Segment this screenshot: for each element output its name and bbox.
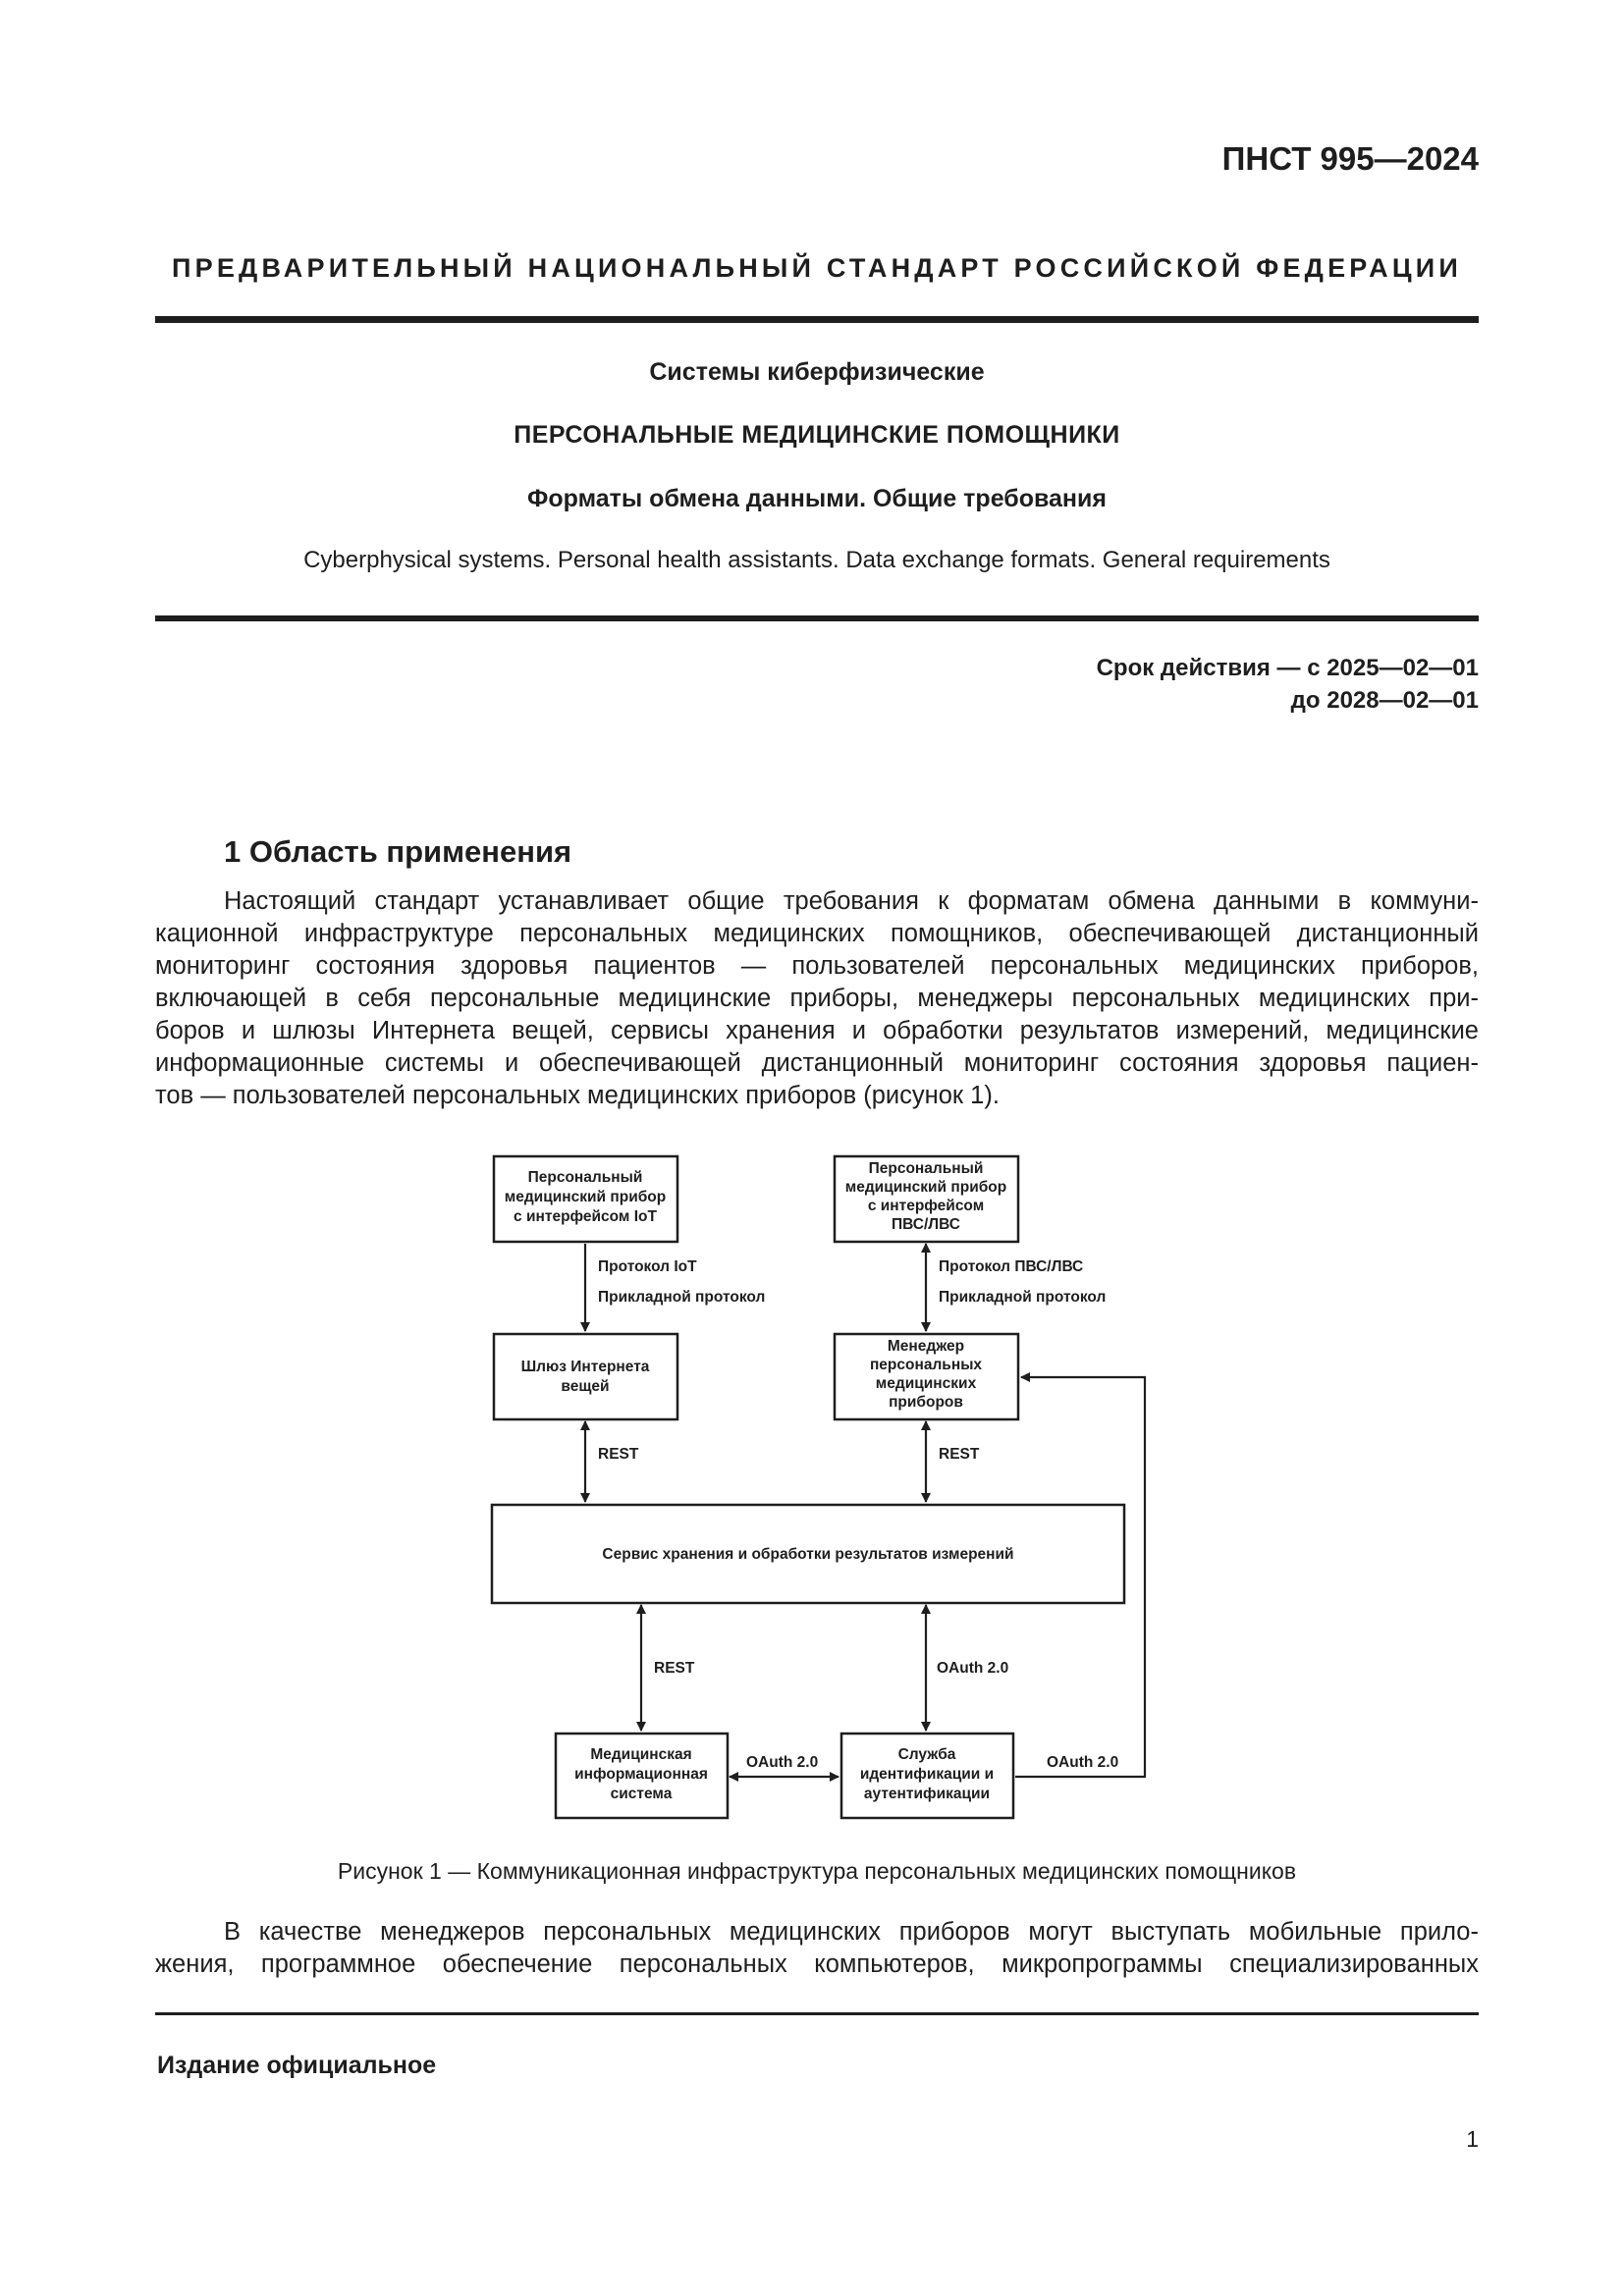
validity-from: Срок действия — с 2025—02—01 [1096, 655, 1479, 681]
box-auth-line: идентификации и [860, 1766, 994, 1783]
box-service-label: Сервис хранения и обработки результатов … [602, 1546, 1013, 1563]
box-service [490, 1503, 1126, 1605]
box-gateway [492, 1332, 679, 1421]
paragraph-line: жения, программное обеспечение персональ… [155, 1950, 1479, 1978]
box-iot-device-line: Персональный [528, 1169, 643, 1186]
paragraph-line: боров и шлюзы Интернета вещей, сервисы х… [155, 1017, 1479, 1044]
validity-period: Срок действия — с 2025—02—01 до 2028—02—… [1097, 652, 1479, 717]
box-manager-line: персональных [870, 1357, 982, 1373]
label-rest-left: REST [598, 1446, 639, 1463]
box-iot-device [492, 1154, 679, 1244]
box-pvs-device-line: Персональный [869, 1160, 984, 1177]
label-oauth-mid: OAuth 2.0 [746, 1754, 818, 1771]
standard-type-header: ПРЕДВАРИТЕЛЬНЫЙ НАЦИОНАЛЬНЫЙ СТАНДАРТ РО… [172, 253, 1462, 283]
paragraph-line: В качестве менеджеров персональных медиц… [224, 1918, 1479, 1946]
box-mis [554, 1732, 730, 1820]
paragraph-line: мониторинг состояния здоровья пациентов … [155, 952, 1479, 980]
label-rest-bottom: REST [654, 1660, 695, 1677]
box-iot-device-line: медицинский прибор [505, 1189, 666, 1205]
label-app-protocol-right: Прикладной протокол [939, 1289, 1106, 1306]
box-mis-line: Медицинская [590, 1746, 691, 1763]
box-auth [839, 1732, 1015, 1820]
paragraph-line: тов — пользователей персональных медицин… [155, 1082, 1000, 1109]
figure-caption: Рисунок 1 — Коммуникационная инфраструкт… [337, 1858, 1297, 1884]
box-gateway-line: вещей [561, 1378, 609, 1395]
paragraph-line: Настоящий стандарт устанавливает общие т… [224, 887, 1479, 915]
managers-paragraph: В качестве менеджеров персональных медиц… [155, 1916, 1479, 1981]
box-mis-line: система [611, 1786, 673, 1802]
top-rule [155, 316, 1479, 323]
scope-paragraph: Настоящий стандарт устанавливает общие т… [155, 885, 1479, 1112]
label-iot-protocol: Протокол IoT [598, 1258, 697, 1275]
title-english: Cyberphysical systems. Personal health a… [303, 547, 1330, 573]
box-pvs-device-line: медицинский прибор [845, 1179, 1006, 1196]
box-manager-line: медицинских [876, 1375, 977, 1392]
label-rest-right: REST [939, 1446, 980, 1463]
validity-to: до 2028—02—01 [1290, 687, 1479, 714]
title-line-2: ПЕРСОНАЛЬНЫЕ МЕДИЦИНСКИЕ ПОМОЩНИКИ [514, 421, 1120, 449]
paragraph-line: информационные системы и обеспечивающей … [155, 1049, 1479, 1077]
label-pvs-protocol: Протокол ПВС/ЛВС [939, 1258, 1083, 1275]
box-pvs-device-line: ПВС/ЛВС [892, 1216, 960, 1233]
official-edition: Издание официальное [157, 2052, 437, 2079]
box-mis-line: информационная [574, 1766, 708, 1783]
box-manager [833, 1332, 1020, 1421]
paragraph-line: включающей в себя персональные медицинск… [155, 985, 1479, 1012]
box-manager-line: Менеджер [888, 1338, 964, 1355]
box-manager-line: приборов [889, 1394, 963, 1411]
paragraph-line: кационной инфраструктуре персональных ме… [155, 920, 1479, 947]
footer-rule [155, 2012, 1479, 2015]
box-gateway-line: Шлюз Интернета [521, 1359, 650, 1375]
box-pvs-device [833, 1154, 1020, 1244]
title-bottom-rule [155, 615, 1479, 621]
label-app-protocol-left: Прикладной протокол [598, 1289, 765, 1306]
box-pvs-device-line: с интерфейсом [868, 1198, 984, 1214]
title-line-3: Форматы обмена данными. Общие требования [527, 485, 1107, 512]
page-number: 1 [1466, 2126, 1479, 2152]
title-line-1: Системы киберфизические [649, 358, 985, 386]
box-auth-line: Служба [898, 1746, 956, 1763]
section-heading: 1 Область применения [224, 834, 572, 869]
arrow-auth-manager [1015, 1372, 1147, 1779]
label-oauth-right: OAuth 2.0 [1047, 1754, 1118, 1771]
box-auth-line: аутентификации [864, 1786, 990, 1802]
label-oauth-vertical: OAuth 2.0 [937, 1660, 1008, 1677]
document-number: ПНСТ 995—2024 [1221, 140, 1479, 177]
box-iot-device-line: с интерфейсом IoT [514, 1208, 657, 1225]
